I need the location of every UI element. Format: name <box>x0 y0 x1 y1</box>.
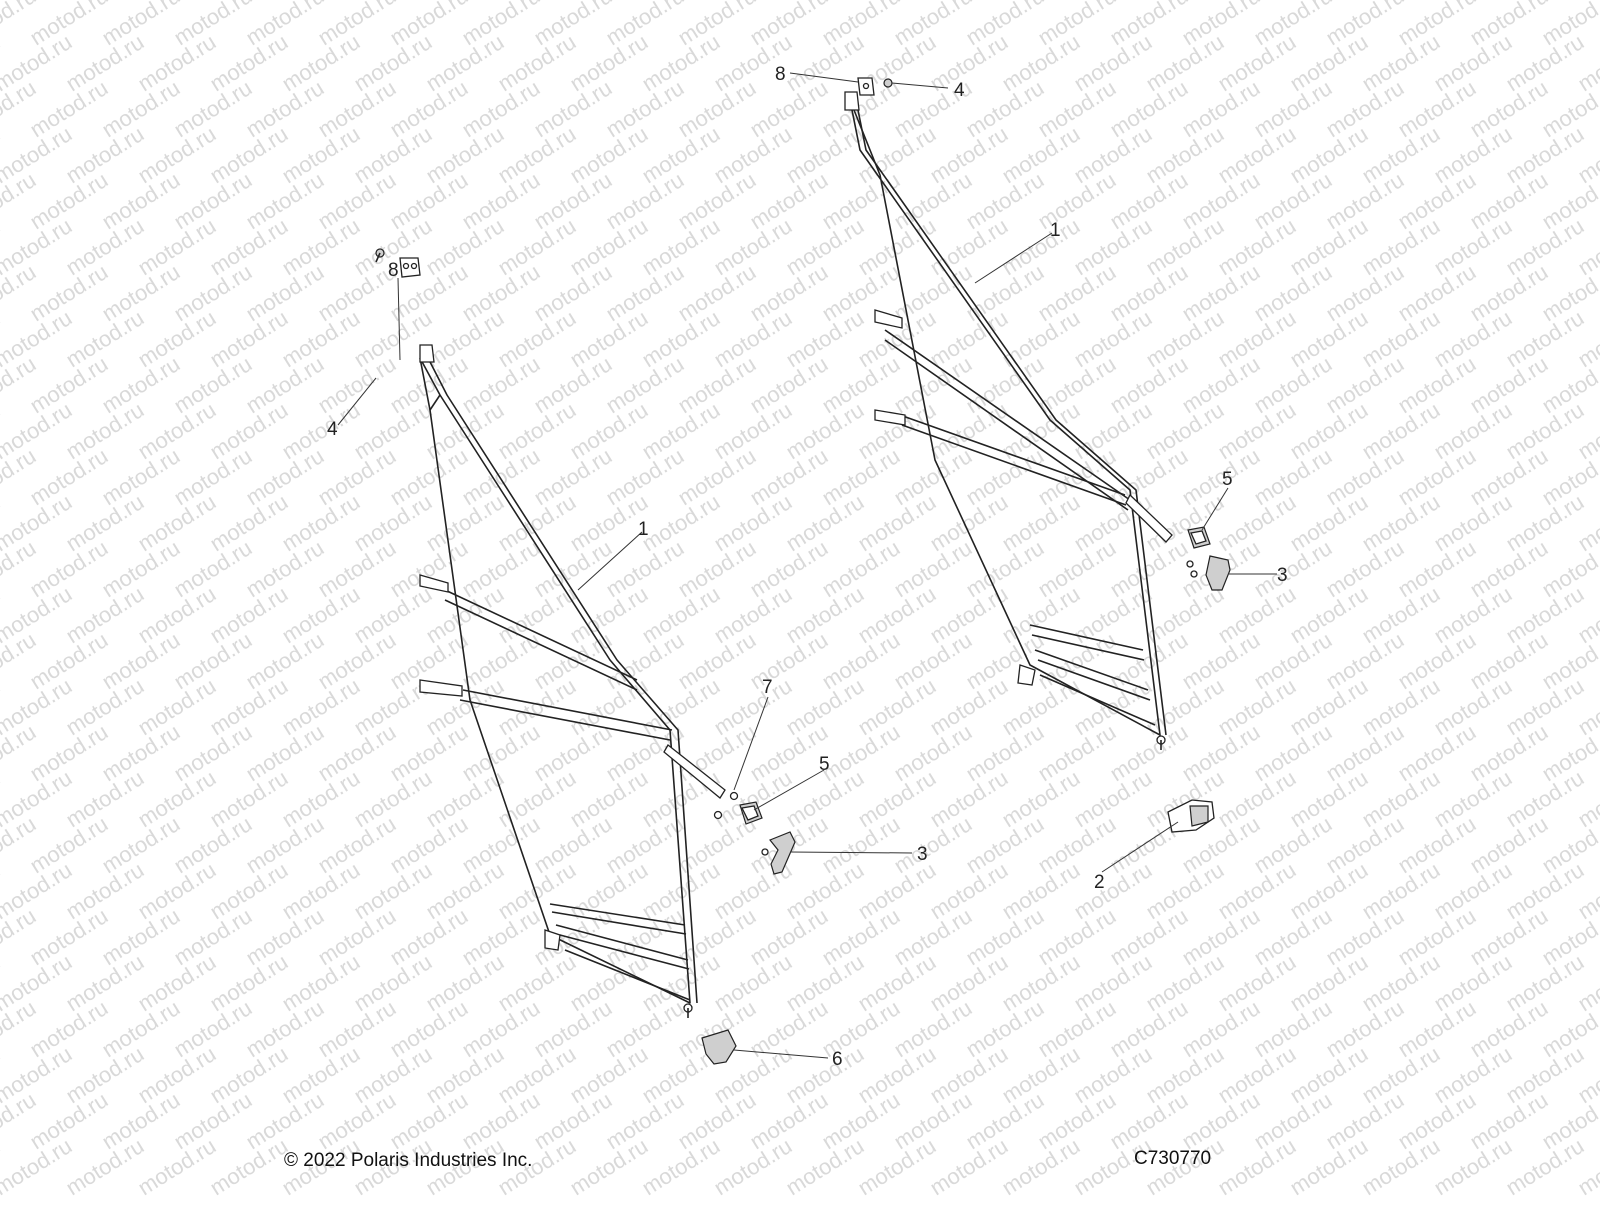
watermark-text: motod.ru <box>1573 0 1600 4</box>
right-handle <box>1186 555 1231 591</box>
callout-left-handle: 3 <box>917 844 928 865</box>
callout-left-pin: 7 <box>762 677 773 698</box>
right-bolt-top <box>883 78 893 88</box>
callout-left-frame: 1 <box>638 519 649 540</box>
callout-numbers: 8 4 1 7 5 3 6 8 4 1 5 3 2 <box>327 64 1288 1070</box>
left-bracket-top <box>399 257 421 278</box>
leader-lines <box>337 72 1277 1059</box>
left-pin <box>713 791 739 820</box>
right-latch <box>1187 526 1211 549</box>
right-striker <box>1167 799 1215 833</box>
left-door-frame <box>419 344 726 1018</box>
callout-right-frame: 1 <box>1050 220 1061 241</box>
callout-right-striker: 2 <box>1094 872 1105 893</box>
callout-right-bracket-top: 8 <box>775 64 786 85</box>
left-bolt-top <box>375 248 385 263</box>
callout-right-latch: 5 <box>1222 469 1233 490</box>
copyright-notice: © 2022 Polaris Industries Inc. <box>284 1150 533 1171</box>
right-door-frame <box>844 91 1173 750</box>
callout-left-latch: 5 <box>819 754 830 775</box>
left-bumper <box>701 1029 737 1065</box>
right-bracket-top <box>857 77 875 96</box>
callout-right-handle: 3 <box>1277 565 1288 586</box>
callout-left-bracket-top: 8 <box>388 260 399 281</box>
left-handle <box>761 831 796 875</box>
drawing-id: C730770 <box>1134 1148 1212 1169</box>
callout-left-bumper: 6 <box>832 1049 843 1070</box>
callout-left-bolt-top: 4 <box>327 419 338 440</box>
callout-right-bolt-top: 4 <box>954 80 965 101</box>
